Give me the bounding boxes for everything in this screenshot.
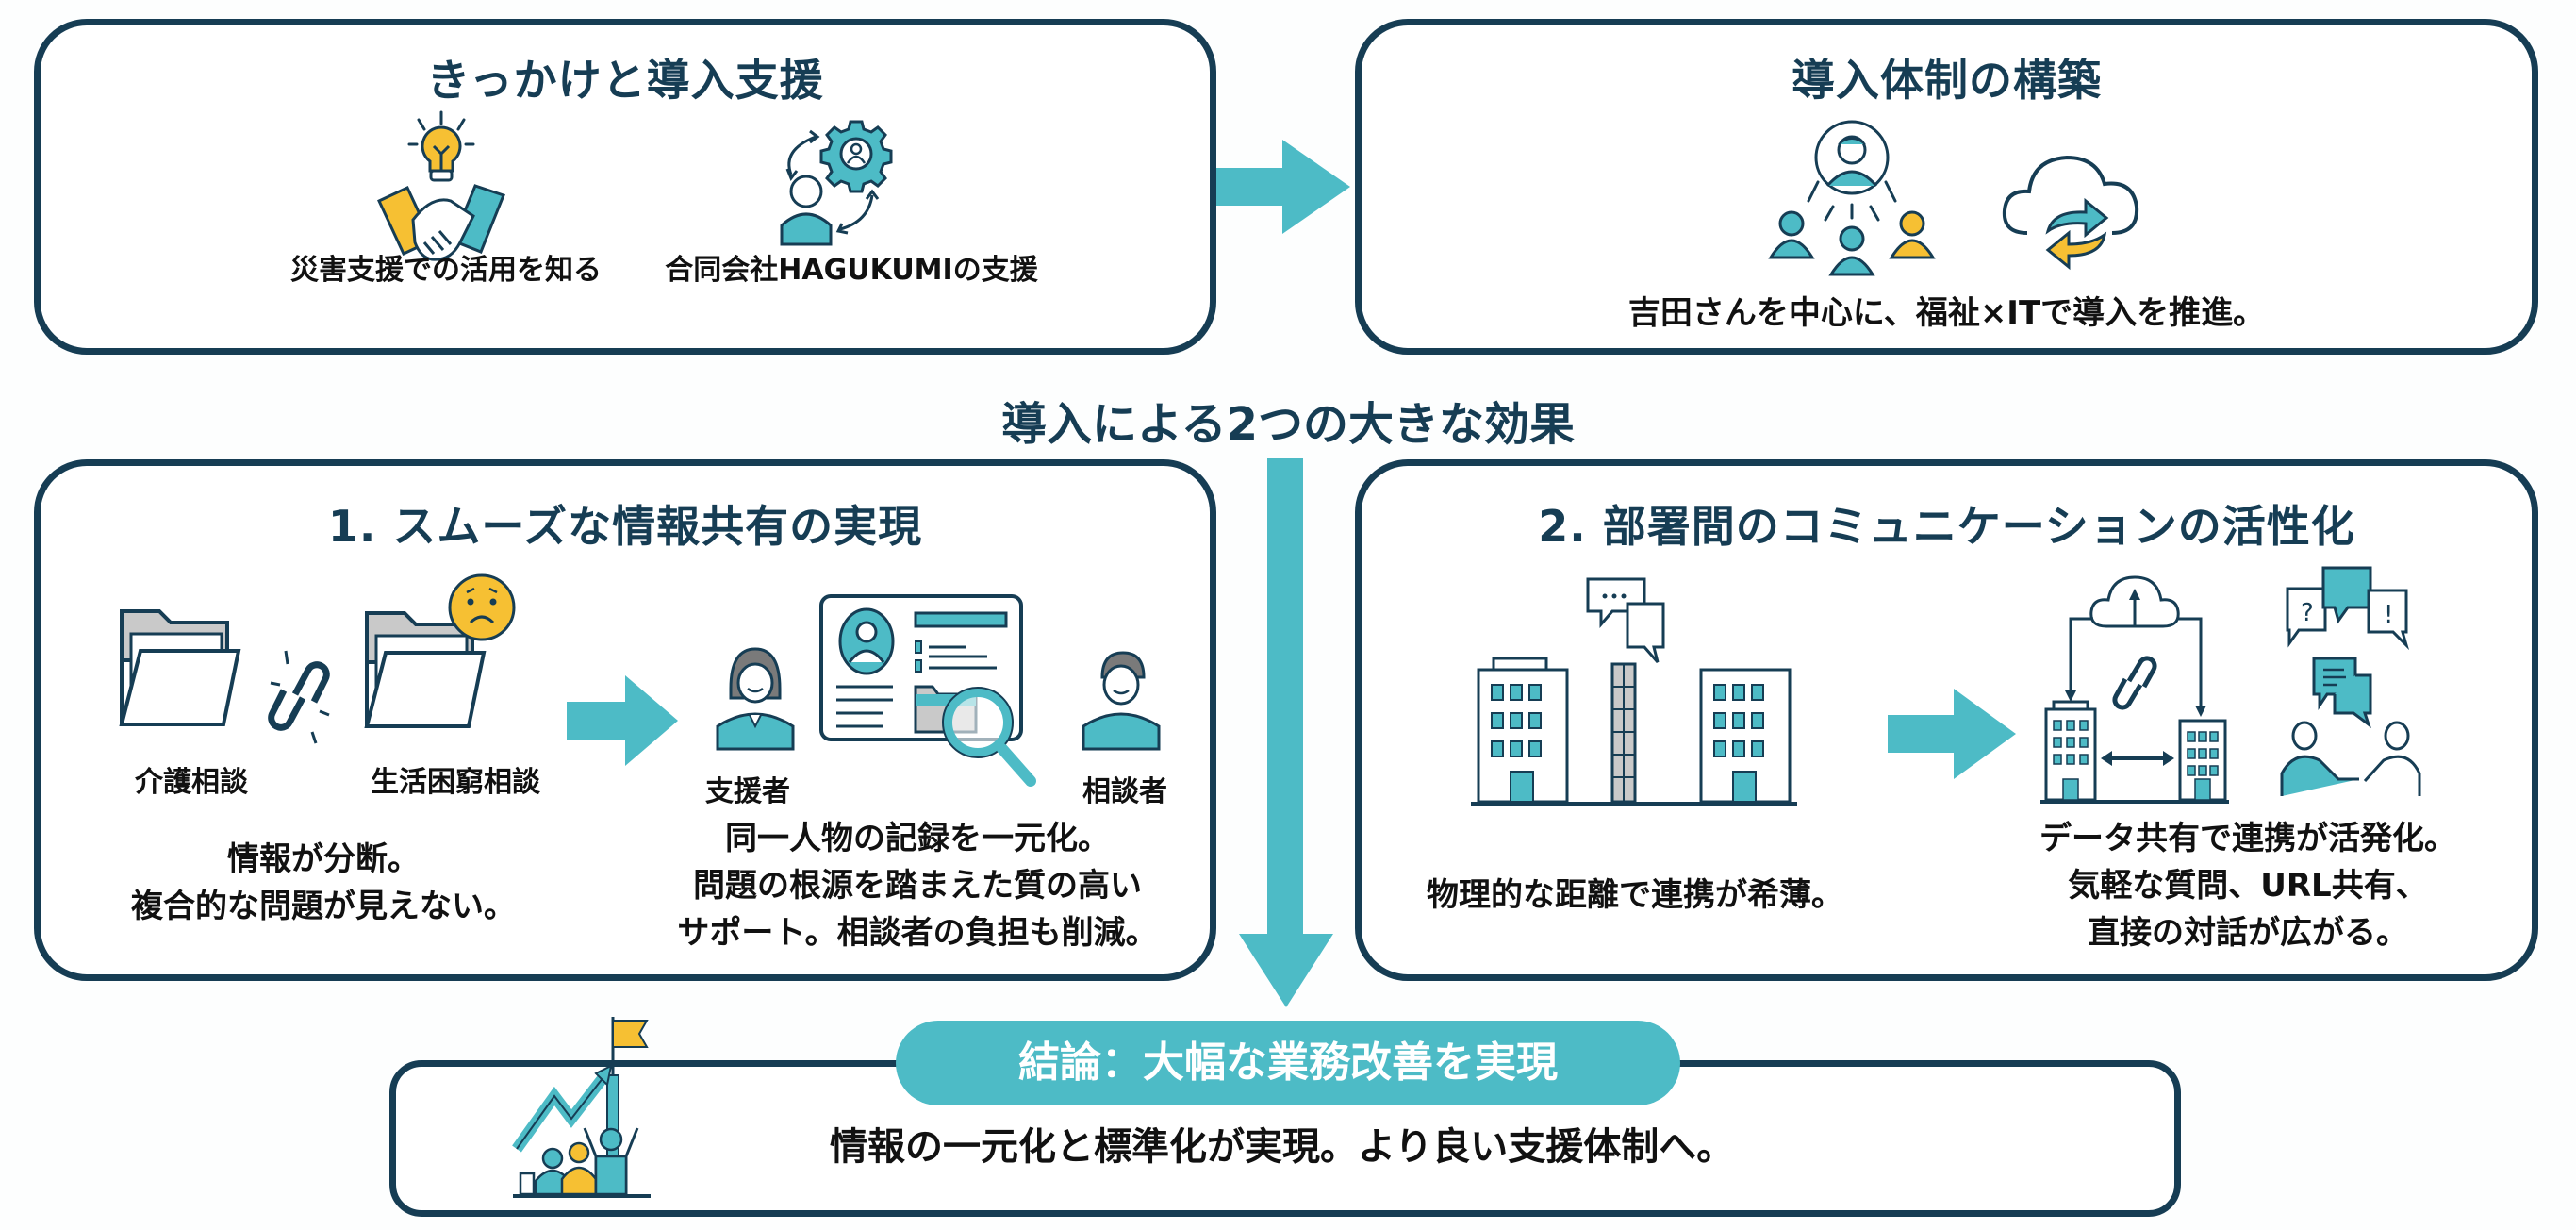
effect2-after-text: データ共有で連携が活発化。 気軽な質問、URL共有、 直接の対話が広がる。 [2039, 820, 2456, 952]
effect1-before-text: 情報が分断。 複合的な問題が見えない。 [131, 840, 516, 925]
conclusion-panel: 情報の一元化と標準化が実現。より良い支援体制へ。 [389, 1060, 2181, 1217]
setup-panel: 導入体制の構築 吉田さんを中心に、福祉×ITで導入を推進。 [1355, 19, 2538, 355]
effect2-title: 2. 部署間のコミュニケーションの活性化 [1538, 501, 2355, 552]
record-card-magnifier-icon [819, 594, 1036, 787]
trigger-item-label: 災害支援での活用を知る [290, 254, 602, 287]
folder-label: 介護相談 [135, 766, 248, 799]
gear-person-cycle-icon [780, 120, 893, 246]
effect1-after-text: 同一人物の記録を一元化。 問題の根源を踏まえた質の高い サポート。相談者の負担も… [677, 820, 1158, 952]
setup-title: 導入体制の構築 [1792, 55, 2102, 106]
transition-arrow [567, 675, 678, 766]
cloud-sync-icon [2002, 155, 2139, 271]
svg-text:!: ! [2384, 601, 2393, 629]
trigger-title: きっかけと導入支援 [426, 55, 824, 106]
effect2-before-text: 物理的な距離で連携が希薄。 [1427, 876, 1843, 914]
flow-arrow-down [1239, 458, 1333, 1007]
trigger-item-label: 合同会社HAGUKUMIの支援 [665, 254, 1038, 287]
effect2-panel: 2. 部署間のコミュニケーションの活性化 [1355, 459, 2538, 981]
team-leader-icon [1768, 120, 1936, 276]
connected-buildings-cloud-icon [2040, 575, 2229, 804]
effects-heading: 導入による2つの大きな効果 [1001, 398, 1575, 451]
svg-text:?: ? [2301, 599, 2314, 627]
trigger-panel: きっかけと導入支援 災害支援での活用を知る 合同会社HAGUKUMIの支援 [34, 19, 1216, 355]
chat-dialogue-icon: ? ! [2280, 566, 2421, 796]
folder-label: 生活困窮相談 [371, 766, 540, 799]
growth-team-flag-icon [512, 1017, 651, 1198]
supporter-avatar-icon [716, 647, 795, 751]
broken-link-icon [268, 650, 330, 744]
client-avatar-icon [1082, 651, 1161, 751]
transition-arrow [1888, 689, 2016, 779]
separated-buildings-icon [1471, 577, 1797, 806]
effect1-title: 1. スムーズな情報共有の実現 [327, 501, 923, 552]
folder-sad-face-icon [364, 573, 516, 728]
flow-arrow-right [1216, 140, 1350, 234]
person-label: 相談者 [1082, 775, 1167, 808]
conclusion-label: 結論：大幅な業務改善を実現 [896, 1021, 1680, 1105]
person-label: 支援者 [705, 775, 790, 808]
setup-description: 吉田さんを中心に、福祉×ITで導入を推進。 [1627, 294, 2266, 332]
conclusion-text: 情報の一元化と標準化が実現。より良い支援体制へ。 [830, 1125, 1735, 1169]
effect1-panel: 1. スムーズな情報共有の実現 介護相談 生活困窮相談 [34, 459, 1216, 981]
folder-icon [119, 609, 241, 726]
lightbulb-handshake-icon [377, 110, 505, 261]
